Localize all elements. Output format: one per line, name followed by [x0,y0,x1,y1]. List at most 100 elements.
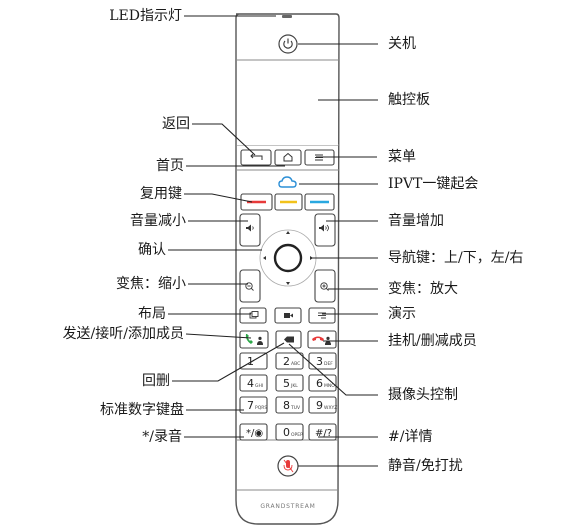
phone-red-icon [312,336,324,341]
key-digit: 6 [316,377,323,390]
key-letters: TUV [290,405,301,411]
power-button[interactable] [278,34,298,54]
phone-green-icon [245,334,253,344]
key-hash-detail[interactable]: #/? [308,423,337,441]
key-digit: 5 [283,377,290,390]
zoom-in-icon [320,282,329,291]
key-hash-label: #/? [315,428,332,439]
key-letters: JKL [290,383,298,389]
ipvt-button[interactable] [278,176,297,188]
label-numpad: 标准数字键盘 [100,402,184,418]
key-letters: MNO [324,383,335,389]
home-button[interactable] [274,149,302,166]
add-person-icon [257,336,263,345]
key-letters: WXYZ [324,405,337,411]
layout-button[interactable] [239,307,267,324]
key-letters: PQRS [255,405,267,411]
mic-off-icon [283,459,294,473]
key-digit: 2 [283,355,290,368]
zoom-in-button[interactable] [314,269,336,303]
label-volume-down: 音量减小 [130,213,186,229]
label-camera-control: 摄像头控制 [388,387,458,403]
back-icon [250,153,263,160]
video-camera-icon [284,313,293,318]
call-button[interactable] [239,330,269,349]
key-digit: 7 [247,399,254,412]
leader-lines [168,15,378,467]
label-hangup-key: 挂机/删减成员 [388,333,477,349]
arrow-down-icon [286,282,290,285]
label-ok: 确认 [138,242,166,258]
led-indicator [282,15,292,18]
key-digit: 0 [283,426,290,439]
key-digit: 9 [316,399,323,412]
label-volume-up: 音量增加 [388,213,444,229]
key-digit: 8 [283,399,290,412]
label-call-key: 发送/接听/添加成员 [62,326,184,342]
label-hash-detail: #/详情 [388,429,433,445]
label-zoom-out: 变焦：缩小 [116,276,186,292]
label-touchpad: 触控板 [388,92,430,108]
key-letters: GHI [255,383,263,389]
touchpad[interactable] [237,61,338,145]
label-home: 首页 [156,158,184,174]
key-star-record[interactable]: */◉ [239,423,268,441]
label-back: 返回 [162,116,190,132]
label-nav-keys: 导航键：上/下，左/右 [388,250,524,266]
presentation-icon [318,312,326,319]
key-letters: OPER [291,432,303,438]
back-button[interactable] [240,149,272,166]
backspace-icon [284,336,294,343]
camera-button[interactable] [274,307,302,324]
hangup-button[interactable] [307,330,337,349]
zoom-out-icon [245,282,254,291]
volume-down-button[interactable] [239,213,261,247]
home-icon [283,152,293,162]
key-digit: 1 [247,355,254,368]
label-backspace: 回删 [142,373,170,389]
red-key[interactable] [240,193,273,211]
cloud-icon [278,176,297,188]
arrow-up-icon [286,231,290,234]
key-star-label: */◉ [246,428,263,439]
label-multiplex-keys: 复用键 [140,186,182,202]
speaker-low-icon [246,224,254,232]
label-layout: 布局 [138,306,166,322]
present-button[interactable] [308,307,336,324]
label-present: 演示 [388,306,416,322]
arrow-left-icon [263,256,266,260]
zoom-out-button[interactable] [239,269,261,303]
key-digit: 3 [316,355,323,368]
label-power-off: 关机 [388,36,416,52]
power-icon [283,38,293,49]
label-menu: 菜单 [388,149,416,165]
mute-button[interactable] [277,455,299,477]
label-led: LED指示灯 [109,8,182,24]
ok-button[interactable] [273,243,303,273]
remove-person-icon [325,336,331,345]
layout-icon [249,311,259,319]
yellow-key[interactable] [274,193,303,211]
label-mute-key: 静音/免打扰 [388,458,463,474]
key-letters: DEF [324,361,333,367]
speaker-high-icon [319,224,329,232]
key-letters: ABC [291,361,300,367]
brand-text: GRANDSTREAM [260,503,315,510]
label-star-record: */录音 [142,429,182,445]
label-zoom-in: 变焦：放大 [388,281,458,297]
key-digit: 4 [247,377,254,390]
label-ipvt-key: IPVT一键起会 [388,176,479,192]
cyan-key[interactable] [304,193,335,211]
volume-up-button[interactable] [314,213,336,247]
